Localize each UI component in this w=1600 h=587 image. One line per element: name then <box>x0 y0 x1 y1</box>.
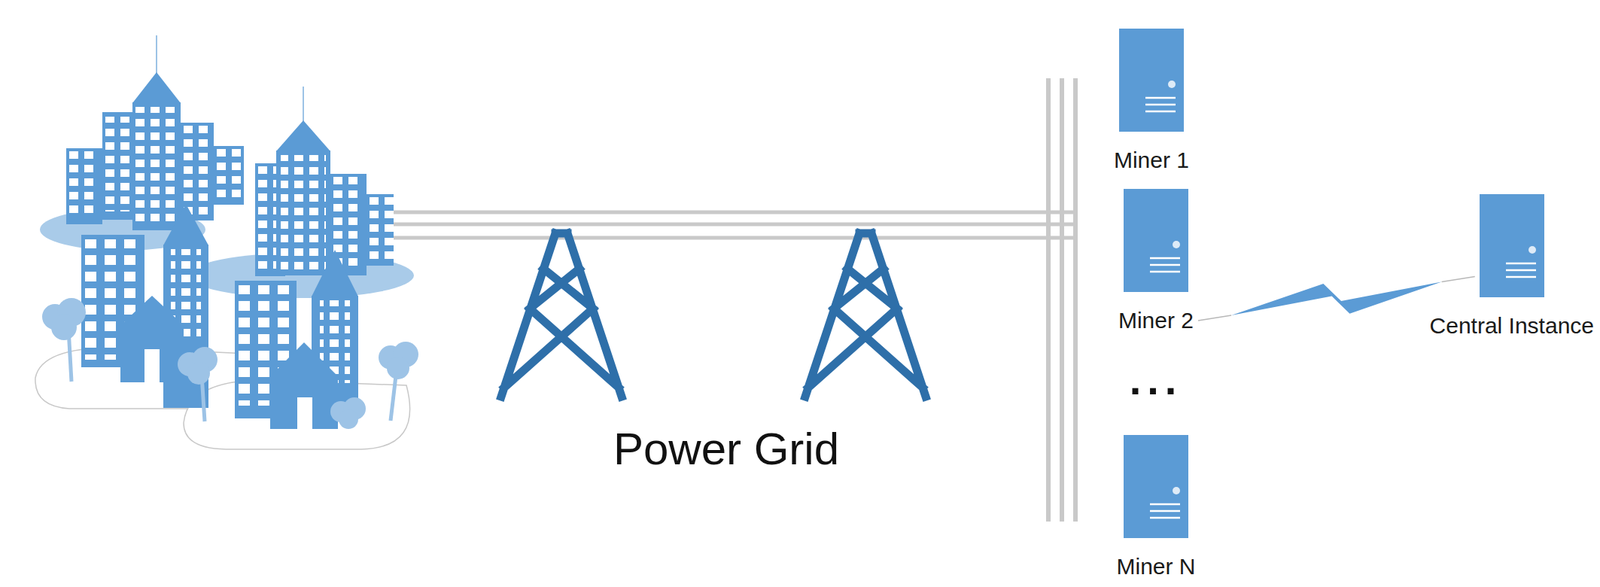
server-label: Miner N <box>1116 553 1196 581</box>
city <box>35 35 419 450</box>
server-led <box>1172 486 1181 495</box>
server-slot <box>1149 264 1181 267</box>
pylon-frame <box>805 233 926 397</box>
server-body <box>1479 194 1545 298</box>
lightning-bolt <box>1231 282 1442 316</box>
server-label: Miner 1 <box>1113 146 1190 174</box>
building <box>132 102 181 231</box>
building <box>213 146 244 205</box>
building <box>102 112 133 220</box>
server-icon <box>1119 28 1184 132</box>
tree <box>177 346 218 422</box>
house <box>120 326 184 383</box>
building <box>365 194 396 266</box>
server-node: Miner N <box>1116 434 1196 581</box>
power-line <box>391 236 1078 241</box>
tree <box>42 298 86 382</box>
server-label: Miner 2 <box>1118 307 1194 335</box>
power-line <box>391 222 1078 227</box>
bus-bar <box>1046 78 1051 522</box>
pylon <box>805 233 926 397</box>
server-body <box>1119 28 1184 132</box>
server-node: Miner 2 <box>1118 188 1194 335</box>
server-led <box>1172 240 1181 249</box>
spire <box>302 86 305 122</box>
server-slot <box>1149 270 1181 274</box>
roof <box>117 295 187 329</box>
tree <box>330 397 366 429</box>
server-label: Central Instance <box>1429 312 1594 340</box>
server-icon <box>1123 434 1189 539</box>
server-body <box>1123 188 1189 293</box>
power-lines <box>391 212 1078 238</box>
server-slot <box>1505 276 1537 279</box>
server-node: Central Instance <box>1429 194 1594 340</box>
server-icon <box>1123 188 1189 293</box>
link-line <box>1441 276 1476 283</box>
spire <box>155 35 158 74</box>
server-led <box>1528 246 1537 254</box>
roof <box>276 120 331 152</box>
server-slot <box>1149 517 1181 520</box>
building <box>276 150 331 276</box>
server-body <box>1123 434 1189 539</box>
server-slot <box>1505 262 1537 265</box>
bus-bar <box>1059 78 1065 522</box>
pylon-frame <box>501 233 622 397</box>
roof <box>311 249 359 297</box>
server-slot <box>1149 503 1181 506</box>
pylon <box>501 233 622 397</box>
server-slot <box>1145 103 1176 107</box>
server-slot <box>1149 510 1181 513</box>
server-icon <box>1479 194 1545 298</box>
grid-title: Power Grid <box>613 426 840 472</box>
link-line <box>1198 315 1232 321</box>
server-slot <box>1145 97 1176 100</box>
bus-bars <box>1048 78 1076 522</box>
roof <box>267 342 341 380</box>
building <box>66 148 103 225</box>
roof <box>132 72 181 104</box>
ellipsis-mark: ... <box>1129 358 1184 402</box>
power-line <box>391 210 1078 215</box>
server-led <box>1168 80 1176 89</box>
tree <box>378 341 419 421</box>
roof <box>163 203 209 246</box>
server-slot <box>1149 257 1181 260</box>
server-slot <box>1145 110 1176 113</box>
server-node: Miner 1 <box>1113 28 1190 174</box>
server-slot <box>1505 269 1537 272</box>
bus-bar <box>1073 78 1078 522</box>
house <box>270 377 338 429</box>
